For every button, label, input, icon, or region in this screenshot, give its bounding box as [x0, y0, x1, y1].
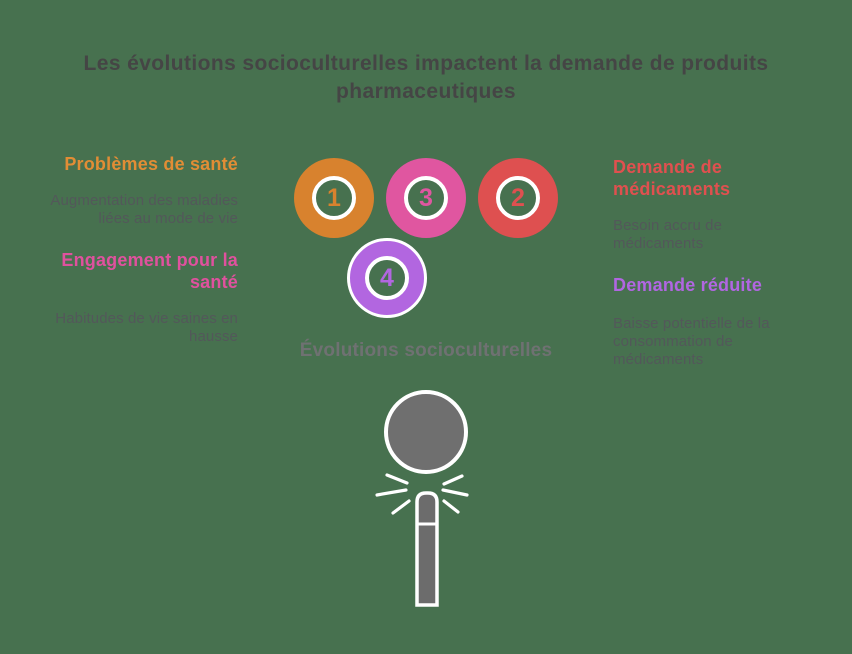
page-title-line-2: pharmaceutiques	[336, 80, 516, 103]
hub-node-1-number: 1	[327, 183, 341, 212]
section-body: Habitudes de vie saines en hausse	[55, 310, 238, 345]
sound-ray-right-bottom	[442, 499, 460, 514]
hub-node-1-hole: 1	[312, 176, 356, 220]
sound-ray-left-mid	[375, 488, 408, 497]
hub-node-1: 1	[294, 158, 374, 238]
hub-node-2-number: 2	[511, 183, 525, 212]
hub-node-2-hole: 2	[496, 176, 540, 220]
section-heading: Problèmes de santé	[64, 154, 238, 174]
section-heading: Engagement pour la santé	[61, 250, 238, 292]
microphone-head	[384, 390, 468, 474]
section-heading: Demande de médicaments	[613, 157, 731, 199]
left-section-problemes-de-sante: Problèmes de santé Augmentation des mala…	[28, 153, 238, 228]
hub-node-2: 2	[478, 158, 558, 238]
sound-ray-right-top	[442, 474, 464, 486]
microphone-handle	[415, 491, 439, 607]
left-section-engagement-sante: Engagement pour la santé Habitudes de vi…	[28, 249, 238, 346]
hub-node-4: 4	[347, 238, 427, 318]
hub-node-4-hole: 4	[365, 256, 409, 300]
section-body: Augmentation des maladies liées au mode …	[50, 192, 238, 227]
microphone-icon	[375, 390, 469, 607]
hub-label: Évolutions socioculturelles	[299, 340, 553, 361]
page-title: Les évolutions socioculturelles impacten…	[0, 50, 852, 106]
section-heading: Demande réduite	[613, 275, 763, 295]
section-body: Baisse potentielle de la consommation de…	[613, 315, 770, 368]
section-body: Besoin accru de médicaments	[613, 217, 723, 252]
page-title-line-1: Les évolutions socioculturelles impacten…	[83, 52, 769, 75]
hub-node-4-number: 4	[380, 263, 394, 292]
hub-node-3-number: 3	[419, 183, 433, 212]
hub-node-3-hole: 3	[404, 176, 448, 220]
sound-ray-left-bottom	[391, 499, 411, 515]
right-section-demande-medicaments: Demande de médicaments Besoin accru de m…	[613, 156, 788, 253]
sound-ray-left-top	[385, 473, 409, 485]
sound-ray-right-mid	[441, 488, 469, 497]
right-section-demande-reduite: Demande réduite Baisse potentielle de la…	[613, 274, 788, 369]
hub-node-3: 3	[386, 158, 466, 238]
